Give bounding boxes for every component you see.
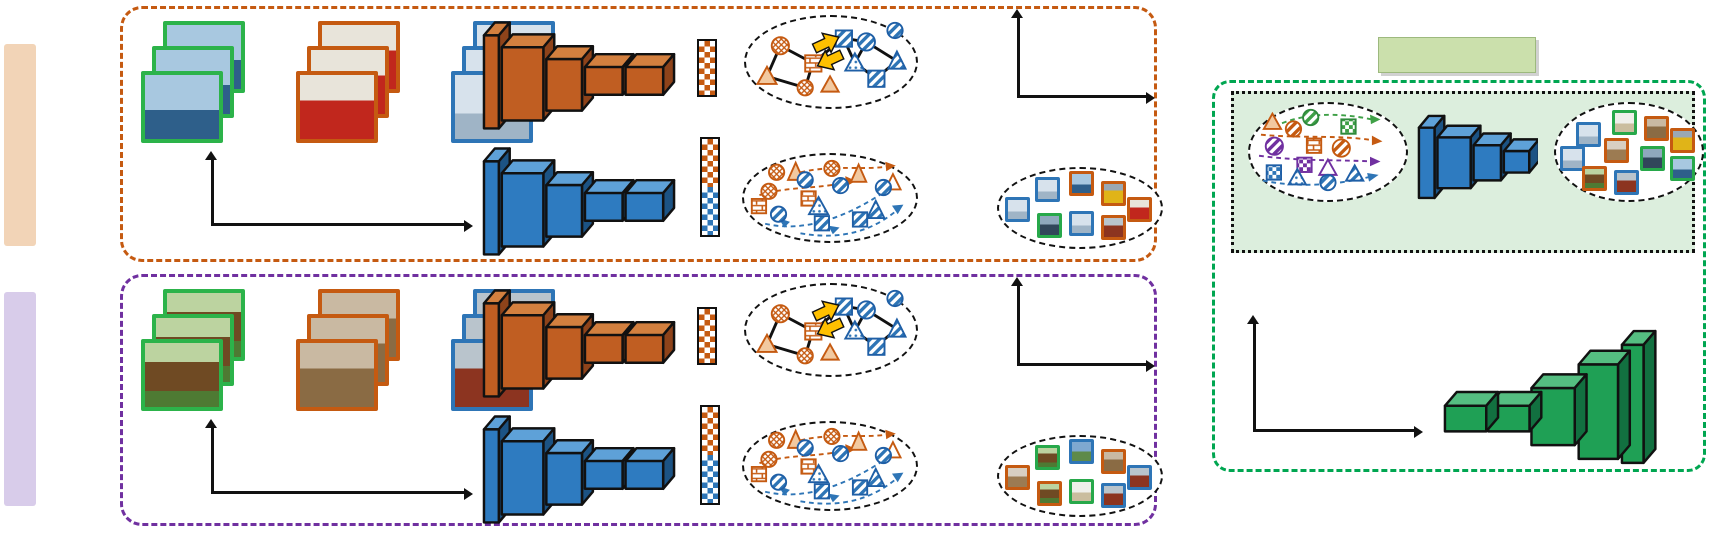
sample-thumbnail: [1035, 177, 1060, 202]
current-model: [481, 403, 679, 529]
sample-thumbnail: [1005, 197, 1030, 222]
reconstruction-network-model: [1416, 106, 1541, 204]
sample-thumbnail: [1576, 122, 1601, 147]
task-image-stack: [141, 21, 245, 145]
entropy-plot: [1010, 9, 1155, 104]
sample-thumbnail: [1582, 166, 1607, 191]
sample-thumbnail: [1614, 170, 1639, 195]
distribution-plot: [204, 419, 473, 500]
sample-thumbnail: [1069, 211, 1094, 236]
reconstructed-samples-ellipse: [1554, 102, 1704, 202]
sample-thumbnail: [1604, 138, 1629, 163]
old-feature-vector: [697, 39, 717, 97]
sample-thumbnail: [1035, 445, 1060, 470]
client-l-panel: [120, 6, 1163, 263]
sample-thumbnail: [1037, 213, 1062, 238]
task-photo: [141, 71, 223, 143]
gradient-compensation-ellipse: [742, 153, 918, 243]
relation-graph-ellipse: [744, 15, 918, 109]
gradient-prototype-illustration: [1258, 108, 1383, 192]
sample-thumbnail: [1670, 128, 1695, 153]
proxy-server-panel: [1212, 80, 1706, 472]
sample-thumbnail: [1640, 146, 1665, 171]
perturbed-samples-ellipse: [997, 435, 1163, 517]
class-distribution-chart: [181, 397, 473, 531]
prototype-set-formula: [1561, 283, 1711, 307]
task-image-stack: [141, 289, 245, 413]
relation-graph-ellipse: [744, 283, 918, 377]
task-photo: [296, 339, 378, 411]
current-feature-vector: [700, 405, 720, 505]
sample-thumbnail: [1560, 146, 1585, 171]
global-model: [1441, 319, 1677, 469]
sample-thumbnail: [1670, 156, 1695, 181]
proxy-server-title: [1378, 37, 1536, 73]
global-model-label: [1463, 447, 1673, 481]
sample-thumbnail: [1644, 116, 1669, 141]
gradients-ellipse: [1248, 102, 1408, 202]
sample-thumbnail: [1101, 449, 1126, 474]
current-model-label: [491, 233, 726, 256]
sample-thumbnail: [1101, 181, 1126, 206]
class-distribution-chart: [181, 129, 473, 263]
sample-thumbnail: [1069, 439, 1094, 464]
sample-thumbnail: [1069, 479, 1094, 504]
current-feature-vector: [700, 137, 720, 237]
proxy-communication-box: [1231, 91, 1704, 253]
client-l-side-label: [4, 44, 36, 246]
task-image-stack: [296, 289, 400, 413]
client-k-side-label: [4, 292, 36, 506]
current-model-label: [491, 501, 726, 524]
sample-thumbnail: [1005, 465, 1030, 490]
task-transition-chart: [987, 277, 1162, 409]
sample-thumbnail: [1127, 197, 1152, 222]
sample-thumbnail: [1069, 171, 1094, 196]
current-model: [481, 135, 679, 261]
perturbed-samples-ellipse: [997, 167, 1163, 249]
distribution-plot: [204, 151, 473, 232]
sample-thumbnail: [1101, 215, 1126, 240]
task-transition-chart: [987, 9, 1162, 141]
best-old-model: [481, 9, 679, 135]
sample-thumbnail: [1037, 481, 1062, 506]
client-k-panel: [120, 274, 1163, 529]
task-photo: [296, 71, 378, 143]
old-feature-vector: [697, 307, 717, 365]
task-photo: [141, 339, 223, 411]
sample-thumbnail: [1127, 465, 1152, 490]
best-old-model: [481, 277, 679, 403]
task-image-stack: [296, 21, 400, 145]
sample-thumbnail: [1612, 110, 1637, 135]
gradient-compensation-ellipse: [742, 421, 918, 511]
sample-thumbnail: [1101, 483, 1126, 508]
entropy-plot: [1010, 277, 1155, 372]
accuracy-chart: [1225, 303, 1435, 463]
accuracy-plot: [1246, 315, 1423, 438]
